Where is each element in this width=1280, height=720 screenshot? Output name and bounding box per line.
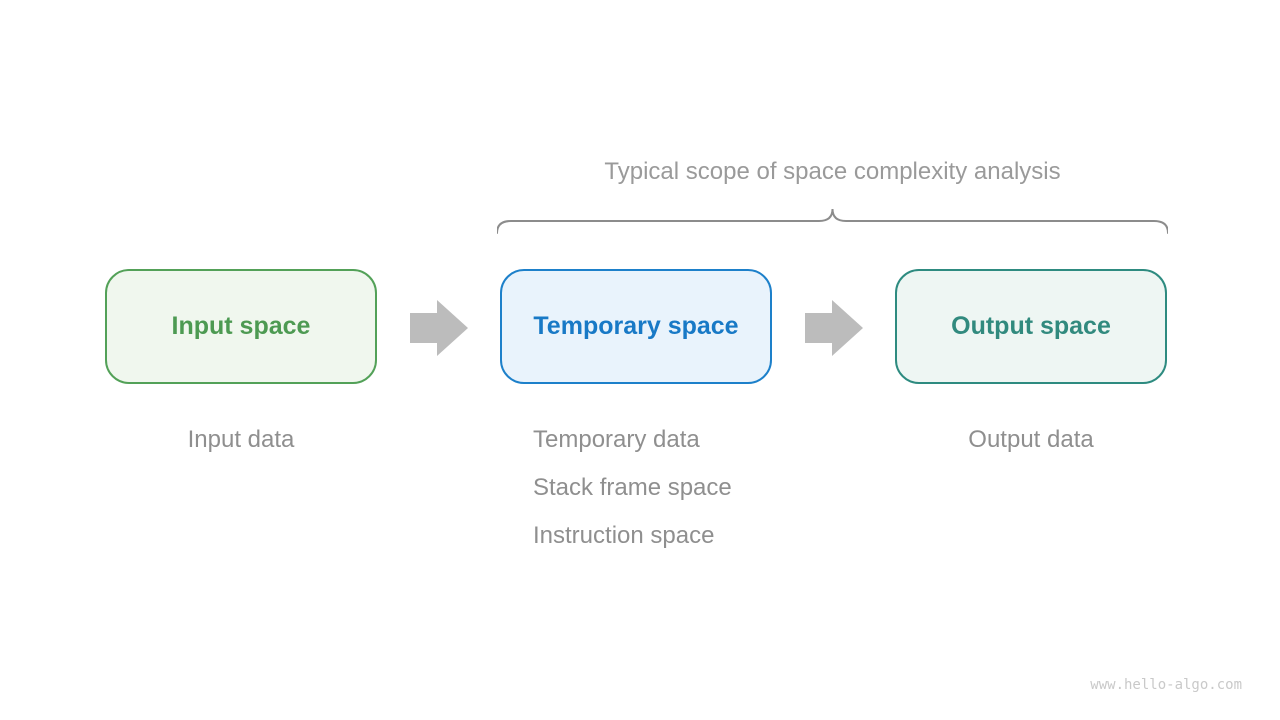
right-arrow-icon xyxy=(410,300,468,356)
output-space-label: Output space xyxy=(951,312,1111,340)
instruction-space-annotation: Instruction space xyxy=(533,522,715,549)
right-arrow-icon xyxy=(805,300,863,356)
watermark: www.hello-algo.com xyxy=(1090,677,1242,693)
temporary-data-annotation: Temporary data xyxy=(533,426,700,453)
diagram-title: Typical scope of space complexity analys… xyxy=(604,158,1061,185)
temporary-annotations: Temporary data Stack frame space Instruc… xyxy=(533,416,732,560)
output-data-annotation: Output data xyxy=(968,426,1094,453)
input-data-annotation: Input data xyxy=(187,426,295,453)
input-space-box: Input space xyxy=(105,269,377,384)
input-space-label: Input space xyxy=(171,312,311,340)
temporary-space-label: Temporary space xyxy=(533,312,739,340)
output-space-box: Output space xyxy=(895,269,1167,384)
overbrace-icon xyxy=(497,208,1168,234)
temporary-space-box: Temporary space xyxy=(500,269,772,384)
stack-frame-space-annotation: Stack frame space xyxy=(533,474,732,501)
